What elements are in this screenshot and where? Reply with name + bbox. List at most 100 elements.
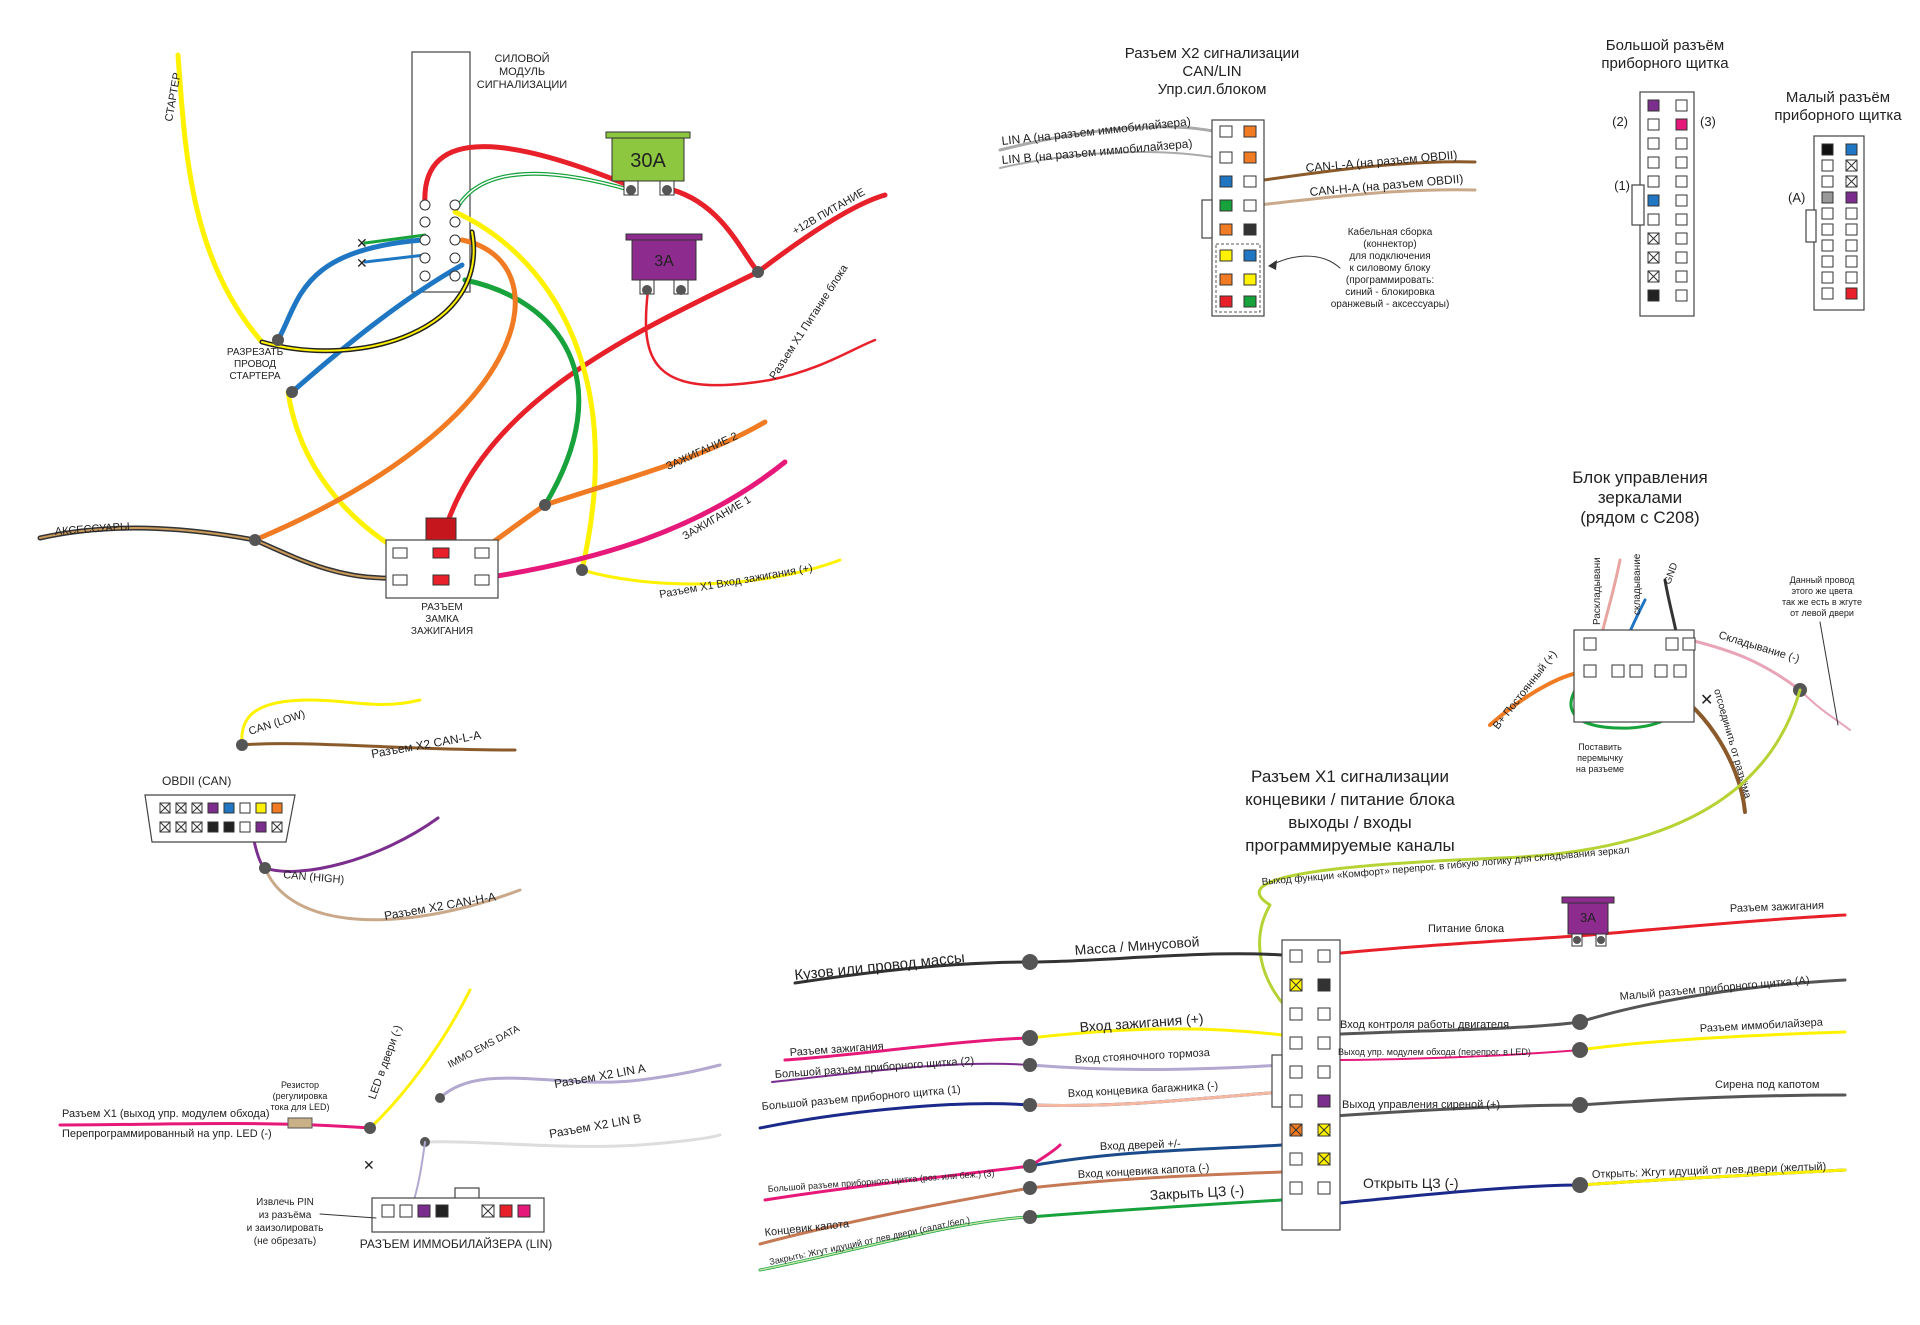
connector-pin (1845, 239, 1858, 252)
svg-text:(программировать:: (программировать: (1346, 275, 1434, 286)
immo-resistor-2: (регулировка (273, 1091, 328, 1101)
connector-pin (1845, 191, 1858, 204)
immo-reprog-led: Перепрограммированный на упр. LED (-) (62, 1128, 272, 1140)
wire-lin-a (998, 125, 1220, 152)
big-panel-title-2: приборного щитка (1601, 55, 1729, 72)
connector-pin (1821, 239, 1834, 252)
wire-blue-cut (289, 262, 465, 395)
connector-pin (1821, 271, 1834, 284)
mirror-same-1: Данный провод (1790, 575, 1855, 585)
junction-cut-2 (286, 386, 298, 398)
wire-power (1318, 913, 1847, 957)
connector-pin (1289, 1065, 1303, 1079)
wire-green-30a (453, 171, 632, 214)
immo-cross: ✕ (363, 1157, 375, 1173)
x1-siren-out: Выход управления сиреной (+) (1342, 1099, 1500, 1111)
x2-can-h-label: CAN-H-A (на разъем OBDII) (1309, 172, 1464, 199)
wire-ign-yellow (1028, 1027, 1284, 1040)
connector-pin (207, 821, 219, 833)
immo-lin-a-label: Разъем X2 LIN A (553, 1061, 647, 1091)
x1-power-block: Питание блока (1428, 923, 1505, 935)
wire-red-to-lock (439, 269, 761, 543)
connector-pin (1675, 289, 1688, 302)
label-12v: +12В ПИТАНИЕ (791, 186, 868, 237)
x2-connector-section: Разъем X2 сигнализации CAN/LIN Упр.сил.б… (998, 45, 1477, 317)
wire-black-yellow-in (261, 231, 475, 352)
connector-pin (1647, 213, 1660, 226)
x1-big1: Большой разъем приборного щитка (1) (761, 1084, 961, 1113)
connector-pin (499, 1204, 513, 1218)
junction-ign1 (576, 564, 588, 576)
connector-pin (1821, 191, 1834, 204)
connector-pin (1675, 251, 1688, 264)
x2-note-arrow (1269, 255, 1341, 269)
immo-section: ✕ Разъем X1 (выход упр. модулем обхода) … (58, 988, 722, 1251)
connector-pin (1289, 1181, 1303, 1195)
wire-close (758, 1198, 1284, 1272)
immo-pins (381, 1204, 531, 1218)
wire-accessories (37, 525, 398, 581)
label-cut-2: ПРОВОД (234, 359, 276, 370)
wire-can-l (1248, 160, 1477, 184)
immo-pin-note-4: (не обрезать) (254, 1235, 316, 1247)
connector-pin (1289, 1007, 1303, 1021)
wire-can-high (248, 816, 440, 873)
connector-pin (1647, 99, 1660, 112)
wire-red-3a (644, 288, 877, 387)
mirror-jumper-1: Поставить (1578, 742, 1622, 752)
big-p1: (1) (1614, 178, 1630, 193)
connector-pin (435, 1204, 449, 1218)
wire-same (1799, 689, 1851, 731)
immo-resistor-3: тока для LED) (270, 1102, 329, 1112)
label-cut-3: СТАРТЕРА (229, 371, 280, 382)
wire-blue-black (275, 237, 425, 343)
fuse-30a: 30A (605, 131, 691, 196)
immo-lin-b-label: Разъем X2 LIN B (548, 1111, 642, 1141)
wire-can-low-brown (240, 742, 517, 752)
wire-green-stub2 (363, 253, 427, 264)
immo-ems-label: IMMO EMS DATA (446, 1023, 522, 1070)
connector-pin (207, 802, 219, 814)
connector-pin (1821, 159, 1834, 172)
label-x1-ign-in: Разъем X1 Вход зажигания (+) (658, 562, 813, 601)
x1-pins (1289, 949, 1331, 1195)
small-panel-connector: Малый разъём приборного щитка (A) (1774, 89, 1902, 311)
mirror-same-4: от левой двери (1790, 608, 1854, 618)
x1-open-cl: Открыть ЦЗ (-) (1363, 1175, 1459, 1191)
x1-big3: Большой разъем приборного щитка (роз. ил… (767, 1168, 994, 1194)
connector-pin (1675, 156, 1688, 169)
connector-pin (1845, 271, 1858, 284)
cut-mark-2: ✕ (356, 255, 368, 271)
wire-fold-minus (1688, 638, 1802, 692)
connector-pin (223, 821, 235, 833)
connector-pin (1647, 118, 1660, 131)
connector-pin (255, 802, 267, 814)
wire-12v (755, 192, 888, 275)
connector-pin (1647, 194, 1660, 207)
connector-pin (1675, 194, 1688, 207)
connector-pin (1317, 1036, 1331, 1050)
label-x1-power: Разъем X1 Питание блока (767, 262, 851, 382)
wire-red-fuse (662, 185, 761, 275)
connector-pin (1845, 143, 1858, 156)
obd-x2-can-l: Разъем X2 CAN-L-A (370, 728, 482, 761)
mirrors-title-1: Блок управления (1572, 468, 1707, 487)
connector-pin (1675, 99, 1688, 112)
immo-pin-note-3: и заизолировать (247, 1223, 324, 1234)
connector-pin (1821, 175, 1834, 188)
connector-pin (239, 821, 251, 833)
connector-pin (1675, 232, 1688, 245)
wire-red-main (422, 144, 638, 208)
wire-ign-pink (783, 1036, 1032, 1062)
mirror-control-section: Блок управления зеркалами (рядом с С208)… (1488, 468, 1862, 814)
connector-pin (1647, 175, 1660, 188)
label-accessories: АКСЕССУАРЫ (54, 521, 130, 538)
fuse-3a: 3A (625, 233, 703, 295)
connector-pin (1845, 287, 1858, 300)
junction-acc (249, 534, 261, 546)
wire-led-pink (58, 1121, 372, 1130)
immo-conn-label: РАЗЪЕМ ИММОБИЛАЙЗЕРА (LIN) (360, 1236, 553, 1251)
x2-pins (1219, 125, 1257, 308)
wire-green-stub1 (363, 233, 427, 245)
mirror-same-3: так же есть в жгуте (1782, 597, 1862, 607)
